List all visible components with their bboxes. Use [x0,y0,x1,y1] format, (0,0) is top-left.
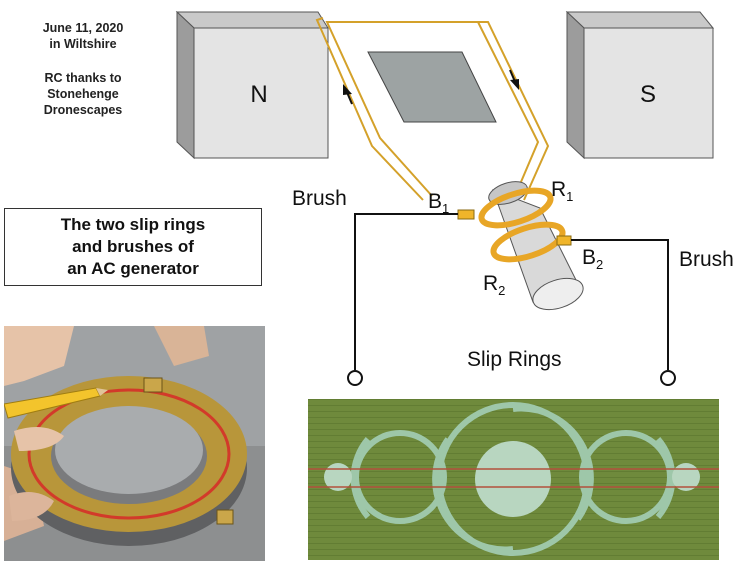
brush-b2-contact [556,235,572,246]
credit-date: June 11, 2020 [42,21,124,35]
south-magnet [565,10,715,160]
slip-ring-photo [4,326,265,561]
slip-ring-r1 [478,187,554,229]
r2-label: R2 [483,272,505,298]
b1-label: B1 [428,190,449,216]
r1-label: R1 [551,178,573,204]
direction-arrow-down-icon [509,69,519,90]
terminal-left-icon [347,370,363,386]
credit-location: in Wiltshire [49,37,117,51]
south-label: S [640,81,656,108]
credit-source-2: Dronescapes [43,103,123,117]
north-magnet [175,10,329,160]
brush-b1-contact [457,209,475,220]
b2-label: B2 [582,246,603,272]
title-line-2: and brushes of [72,237,194,256]
brush-right-label: Brush [679,248,734,271]
direction-arrow-up-icon [343,84,353,105]
title-box: The two slip rings and brushes of an AC … [4,208,262,286]
title-line-3: an AC generator [67,259,199,278]
circuit-wires [354,213,669,370]
slip-rings-label: Slip Rings [467,348,562,371]
terminal-right-icon [660,370,676,386]
credit-source-1: Stonehenge [47,87,119,101]
slip-ring-r2 [490,221,566,263]
title-line-1: The two slip rings [60,215,206,234]
north-label: N [250,81,267,108]
coil-plane [367,51,497,123]
brush-left-label: Brush [292,187,347,210]
credit-thanks: RC thanks to [44,71,122,85]
credit-block: June 11, 2020 in Wiltshire RC thanks to … [18,20,148,118]
crop-circle-photo [308,399,719,560]
